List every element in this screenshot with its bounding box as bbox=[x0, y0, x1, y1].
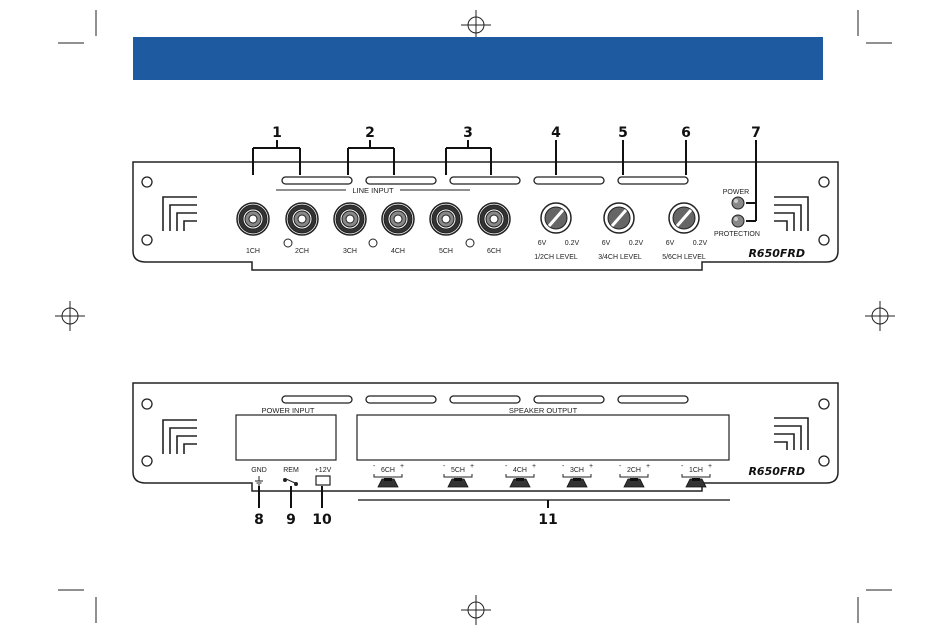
callout-2: 2 bbox=[365, 125, 375, 141]
power-input-block bbox=[236, 415, 336, 460]
speaker-magnet-icon bbox=[573, 478, 581, 481]
speaker-magnet-icon bbox=[630, 478, 638, 481]
knob2-max: 0.2V bbox=[629, 240, 644, 247]
rca-jack-1ch[interactable] bbox=[237, 203, 269, 235]
callout-11: 11 bbox=[538, 512, 557, 528]
plus-sign: + bbox=[532, 463, 536, 470]
rem-label: REM bbox=[283, 467, 299, 474]
model-name-top: R650FRD bbox=[748, 247, 805, 260]
line-input-label: LINE INPUT bbox=[352, 186, 394, 195]
plus12v-label: +12V bbox=[315, 467, 332, 474]
callout-9: 9 bbox=[286, 512, 296, 528]
top-callouts: 1 2 3 4 5 6 7 bbox=[272, 125, 761, 141]
rear-panel: POWER INPUT SPEAKER OUTPUT GND REM +12V … bbox=[133, 383, 838, 491]
channel-label-4ch: 4CH bbox=[391, 248, 405, 255]
power-led bbox=[732, 197, 744, 209]
speaker-output-label: SPEAKER OUTPUT bbox=[509, 406, 578, 415]
power-input-label: POWER INPUT bbox=[262, 406, 315, 415]
speaker-terminal-label: 3CH bbox=[570, 467, 584, 474]
speaker-magnet-icon bbox=[692, 478, 700, 481]
header-band bbox=[133, 37, 823, 80]
speaker-terminal-label: 2CH bbox=[627, 467, 641, 474]
front-panel: LINE INPUT 1CH 2CH 3CH 4CH 5CH 6CH bbox=[133, 162, 838, 270]
speaker-terminal-label: 6CH bbox=[381, 467, 395, 474]
callout-1: 1 bbox=[272, 125, 282, 141]
callout-8: 8 bbox=[254, 512, 264, 528]
power-led-label: POWER bbox=[723, 189, 749, 196]
callout-5: 5 bbox=[618, 125, 628, 141]
knob1-label: 1/2CH LEVEL bbox=[534, 254, 578, 261]
callout-6: 6 bbox=[681, 125, 691, 141]
speaker-magnet-icon bbox=[384, 478, 392, 481]
channel-label-1ch: 1CH bbox=[246, 248, 260, 255]
speaker-magnet-icon bbox=[516, 478, 524, 481]
channel-label-6ch: 6CH bbox=[487, 248, 501, 255]
knob3-min: 6V bbox=[666, 240, 675, 247]
speaker-magnet-icon bbox=[454, 478, 462, 481]
model-name-bottom: R650FRD bbox=[748, 465, 805, 478]
bottom-vent-slots bbox=[282, 396, 688, 403]
rca-jack-5ch[interactable] bbox=[430, 203, 462, 235]
speaker-terminal-label: 4CH bbox=[513, 467, 527, 474]
plus-sign: + bbox=[646, 463, 650, 470]
rca-jack-2ch[interactable] bbox=[286, 203, 318, 235]
speaker-terminal-label: 1CH bbox=[689, 467, 703, 474]
rca-jack-3ch[interactable] bbox=[334, 203, 366, 235]
callout-3: 3 bbox=[463, 125, 473, 141]
channel-label-5ch: 5CH bbox=[439, 248, 453, 255]
rca-jack-4ch[interactable] bbox=[382, 203, 414, 235]
level-knob-1-2ch[interactable] bbox=[541, 203, 571, 233]
registration-marks bbox=[55, 10, 895, 625]
rca-jack-6ch[interactable] bbox=[478, 203, 510, 235]
plus-sign: + bbox=[400, 463, 404, 470]
top-vent-slots bbox=[282, 177, 688, 184]
plus-sign: + bbox=[589, 463, 593, 470]
channel-label-3ch: 3CH bbox=[343, 248, 357, 255]
speaker-output-block bbox=[357, 415, 729, 460]
plus-sign: + bbox=[470, 463, 474, 470]
speaker-terminal-label: 5CH bbox=[451, 467, 465, 474]
channel-label-2ch: 2CH bbox=[295, 248, 309, 255]
crop-marks bbox=[58, 10, 892, 623]
level-knob-3-4ch[interactable] bbox=[604, 203, 634, 233]
gnd-label: GND bbox=[251, 467, 267, 474]
callout-10: 10 bbox=[312, 512, 332, 528]
knob3-label: 5/6CH LEVEL bbox=[662, 254, 706, 261]
knob1-max: 0.2V bbox=[565, 240, 580, 247]
bottom-callouts: 8 9 10 11 bbox=[254, 512, 558, 528]
battery-terminal-icon bbox=[316, 476, 330, 485]
level-knob-5-6ch[interactable] bbox=[669, 203, 699, 233]
knob2-label: 3/4CH LEVEL bbox=[598, 254, 642, 261]
protection-led-label: PROTECTION bbox=[714, 231, 760, 238]
protection-led bbox=[732, 215, 744, 227]
plus-sign: + bbox=[708, 463, 712, 470]
knob3-max: 0.2V bbox=[693, 240, 708, 247]
knob2-min: 6V bbox=[602, 240, 611, 247]
callout-4: 4 bbox=[551, 125, 561, 141]
callout-7: 7 bbox=[751, 125, 761, 141]
knob1-min: 6V bbox=[538, 240, 547, 247]
